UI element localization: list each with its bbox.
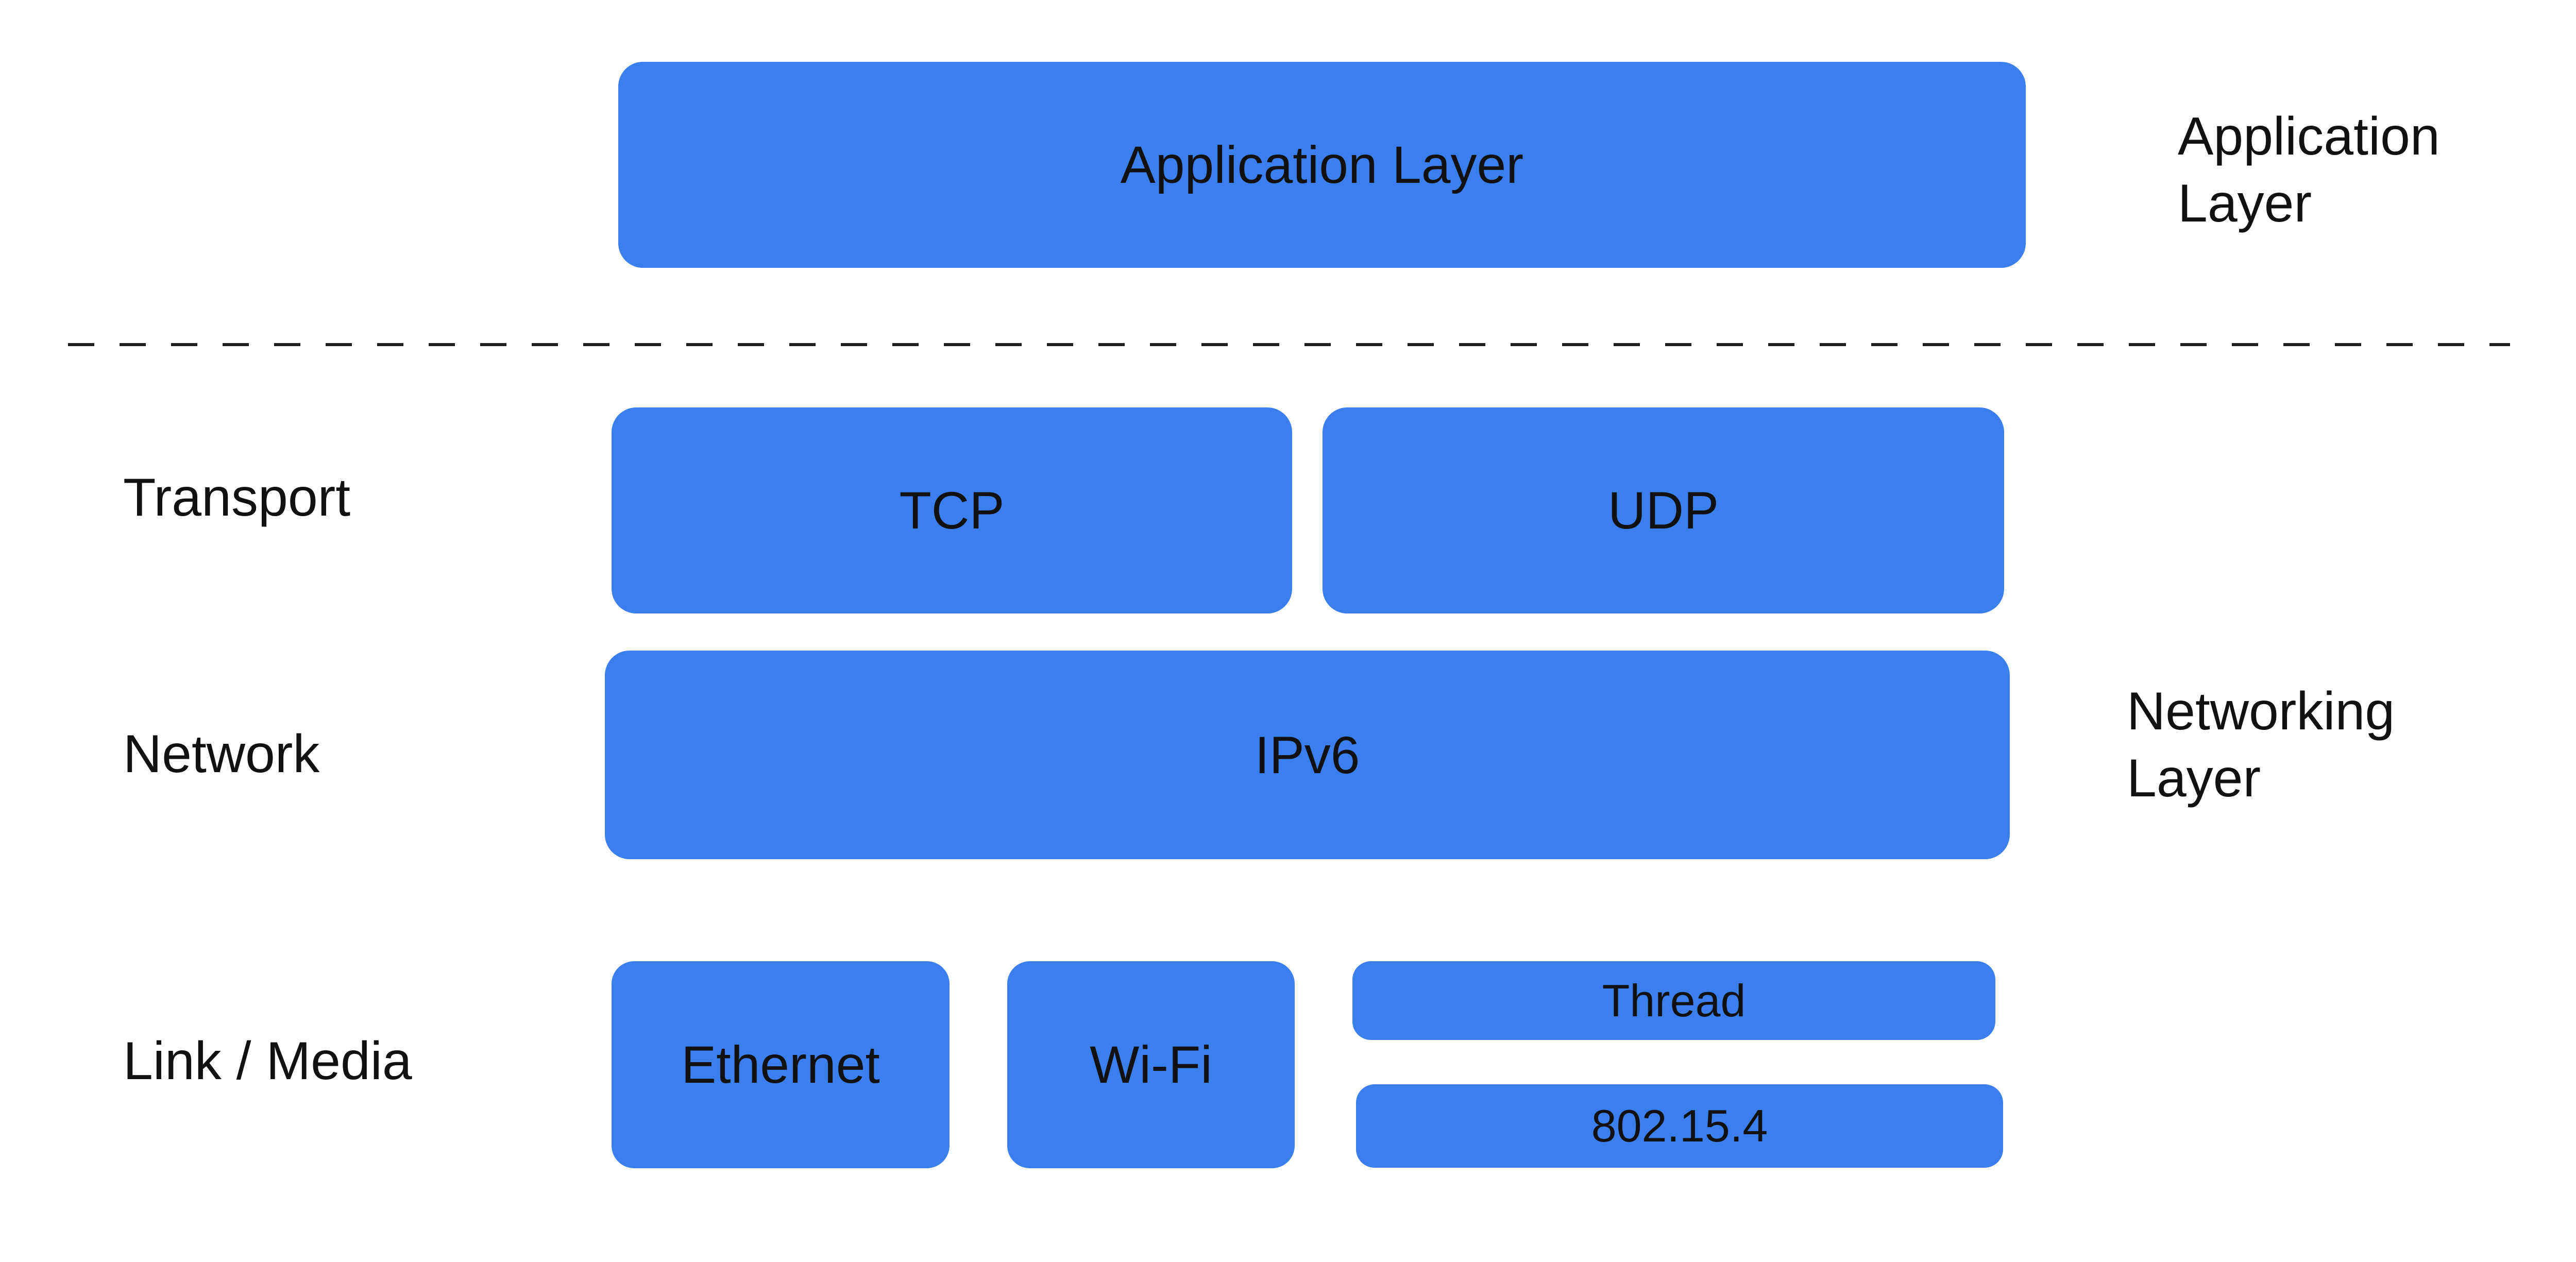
row-label-transport: Transport <box>123 468 351 527</box>
wifi-box: Wi-Fi <box>1007 961 1295 1168</box>
ieee-802-15-4-box: 802.15.4 <box>1356 1084 2003 1168</box>
ieee-802-15-4-box-label: 802.15.4 <box>1591 1100 1768 1151</box>
ethernet-box: Ethernet <box>612 961 950 1168</box>
side-label-networking-layer: Networking Layer <box>2127 681 2395 808</box>
application-layer-box: Application Layer <box>618 62 2026 268</box>
ethernet-box-label: Ethernet <box>681 1035 880 1094</box>
side-label-application-layer: Application Layer <box>2178 107 2440 233</box>
ipv6-box-label: IPv6 <box>1255 725 1360 785</box>
wifi-box-label: Wi-Fi <box>1090 1035 1212 1094</box>
udp-box: UDP <box>1323 407 2004 613</box>
udp-box-label: UDP <box>1607 481 1719 540</box>
thread-box: Thread <box>1352 961 1995 1040</box>
dashed-separator-line <box>68 343 2510 346</box>
thread-box-label: Thread <box>1602 975 1746 1026</box>
application-layer-box-label: Application Layer <box>1120 135 1524 194</box>
tcp-box-label: TCP <box>899 481 1005 540</box>
ipv6-box: IPv6 <box>605 651 2010 859</box>
tcp-box: TCP <box>612 407 1292 613</box>
row-label-network: Network <box>123 724 320 784</box>
row-label-link-media: Link / Media <box>123 1031 412 1091</box>
